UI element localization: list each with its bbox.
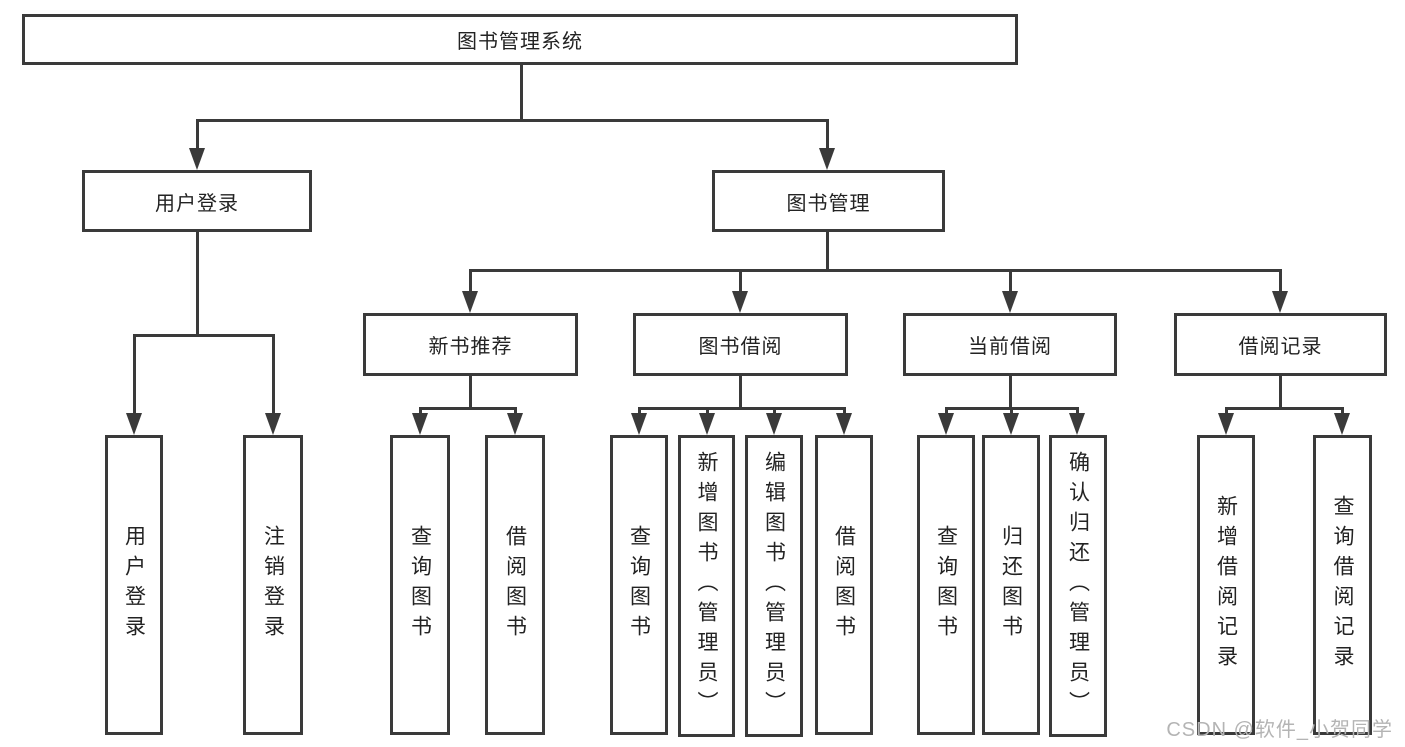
connector-root-stem bbox=[520, 63, 523, 121]
leaf-label: 新增图书（管理员） bbox=[695, 451, 718, 721]
leaf-query-books-2: 查询图书 bbox=[610, 435, 668, 735]
arrowhead-leaf bbox=[938, 413, 954, 435]
leaf-logout: 注销登录 bbox=[243, 435, 303, 735]
arrowhead-leaf bbox=[126, 413, 142, 435]
arrowhead-leaf bbox=[631, 413, 647, 435]
arrowhead-book-borrow bbox=[732, 291, 748, 313]
connector-stem bbox=[1009, 374, 1012, 410]
leaf-label: 查询图书 bbox=[408, 525, 432, 645]
arrowhead-leaf bbox=[265, 413, 281, 435]
leaf-user-login: 用户登录 bbox=[105, 435, 163, 735]
leaf-label: 编辑图书（管理员） bbox=[762, 451, 786, 721]
arrowhead-book-mgmt bbox=[819, 148, 835, 170]
node-book-management: 图书管理 bbox=[712, 170, 945, 232]
leaf-edit-books-admin: 编辑图书（管理员） bbox=[745, 435, 803, 737]
arrowhead-leaf bbox=[1218, 413, 1234, 435]
connector-user-login-stem bbox=[196, 230, 199, 337]
connector-leaf-drop bbox=[272, 334, 275, 416]
arrowhead-leaf bbox=[507, 413, 523, 435]
leaf-label: 注销登录 bbox=[261, 525, 285, 645]
leaf-label: 查询借阅记录 bbox=[1331, 495, 1354, 675]
node-borrowing-records: 借阅记录 bbox=[1174, 313, 1387, 376]
connector-level3-drop bbox=[1009, 269, 1012, 295]
arrowhead-user-login bbox=[189, 148, 205, 170]
leaf-label: 查询图书 bbox=[934, 525, 958, 645]
csdn-watermark: CSDN @软件_小贺同学 bbox=[1166, 719, 1393, 741]
node-library-system: 图书管理系统 bbox=[22, 14, 1018, 65]
node-user-login: 用户登录 bbox=[82, 170, 312, 232]
connector-level2-rail bbox=[196, 119, 829, 122]
connector-level3-drop bbox=[739, 269, 742, 295]
connector-stem bbox=[1279, 374, 1282, 410]
arrowhead-leaf bbox=[766, 413, 782, 435]
arrowhead-leaf bbox=[1069, 413, 1085, 435]
leaf-label: 借阅图书 bbox=[832, 525, 856, 645]
leaf-query-books-3: 查询图书 bbox=[917, 435, 975, 735]
connector-leaf-drop bbox=[133, 334, 136, 416]
arrowhead-leaf bbox=[1003, 413, 1019, 435]
connector-stem bbox=[739, 374, 742, 410]
leaf-label: 查询图书 bbox=[627, 525, 651, 645]
leaf-query-books-1: 查询图书 bbox=[390, 435, 450, 735]
connector-rail bbox=[1225, 407, 1343, 410]
leaf-borrow-books-2: 借阅图书 bbox=[815, 435, 873, 735]
leaf-add-books-admin: 新增图书（管理员） bbox=[678, 435, 735, 737]
leaf-borrow-books-1: 借阅图书 bbox=[485, 435, 545, 735]
connector-user-login-drop bbox=[196, 119, 199, 152]
node-new-book-recommend: 新书推荐 bbox=[363, 313, 578, 376]
arrowhead-leaf bbox=[412, 413, 428, 435]
leaf-query-borrow-record: 查询借阅记录 bbox=[1313, 435, 1372, 735]
leaf-label: 用户登录 bbox=[122, 525, 146, 645]
connector-book-mgmt-stem bbox=[826, 230, 829, 272]
arrowhead-new-books bbox=[462, 291, 478, 313]
leaf-label: 确认归还（管理员） bbox=[1066, 451, 1090, 721]
connector-rail bbox=[419, 407, 516, 410]
leaf-label: 归还图书 bbox=[999, 525, 1023, 645]
node-book-borrowing: 图书借阅 bbox=[633, 313, 848, 376]
connector-book-mgmt-drop bbox=[826, 119, 829, 152]
connector-stem bbox=[469, 374, 472, 410]
leaf-return-books: 归还图书 bbox=[982, 435, 1040, 735]
node-current-borrowing: 当前借阅 bbox=[903, 313, 1117, 376]
arrowhead-current-borrow bbox=[1002, 291, 1018, 313]
connector-rail bbox=[638, 407, 845, 410]
leaf-add-borrow-record: 新增借阅记录 bbox=[1197, 435, 1255, 735]
arrowhead-leaf bbox=[699, 413, 715, 435]
leaf-confirm-return-admin: 确认归还（管理员） bbox=[1049, 435, 1107, 737]
connector-user-login-rail bbox=[133, 334, 274, 337]
arrowhead-leaf bbox=[1334, 413, 1350, 435]
connector-level3-rail bbox=[469, 269, 1282, 272]
arrowhead-borrow-records bbox=[1272, 291, 1288, 313]
connector-level3-drop bbox=[1279, 269, 1282, 295]
leaf-label: 借阅图书 bbox=[503, 525, 527, 645]
connector-level3-drop bbox=[469, 269, 472, 295]
leaf-label: 新增借阅记录 bbox=[1214, 495, 1238, 675]
arrowhead-leaf bbox=[836, 413, 852, 435]
